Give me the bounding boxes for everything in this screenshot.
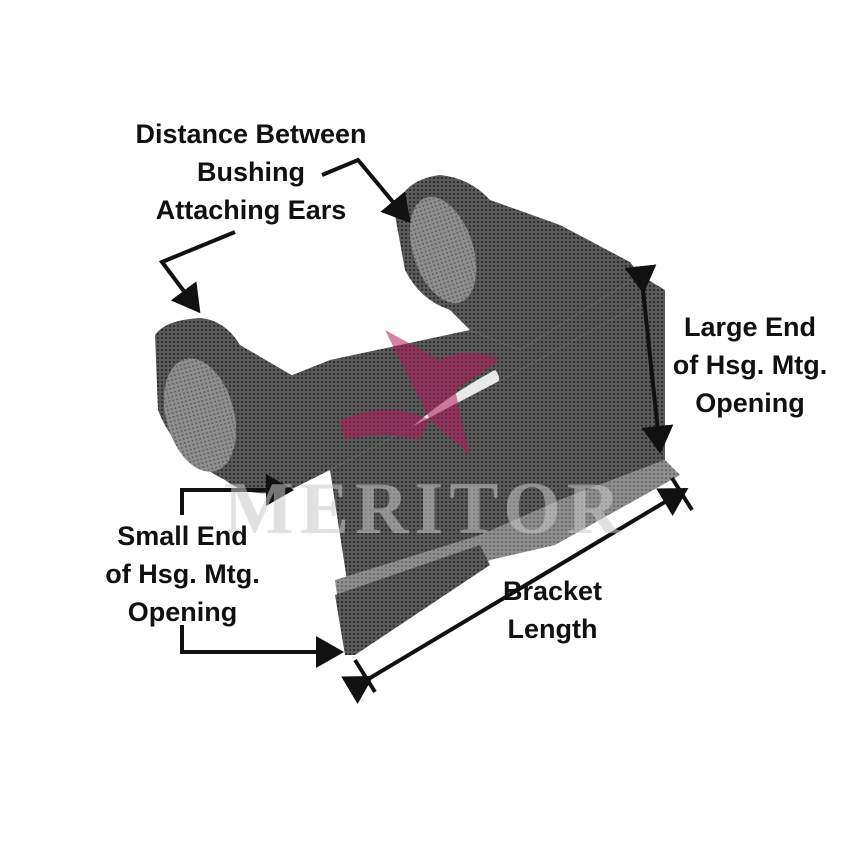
small-end-label-line-1: Small End [117,521,248,551]
small-end-label: Small End of Hsg. Mtg. Opening [95,517,270,631]
distance-between-ears-label: Distance Between Bushing Attaching Ears [110,115,392,229]
distance-leader-upper [321,157,411,224]
large-end-dimension [624,264,674,454]
distance-label-line-3: Attaching Ears [155,195,347,225]
large-end-label: Large End of Hsg. Mtg. Opening [650,308,850,422]
near-bushing-hole [163,358,237,472]
small-end-leader-lower [180,625,344,668]
small-end-label-line-3: Opening [127,597,238,627]
large-end-label-line-3: Opening [695,388,805,418]
small-end-leader-upper [180,474,294,515]
bracket-length-ext-right [670,476,694,512]
bracket-length-label-line-1: Bracket [502,576,603,606]
dimension-lines [158,157,694,705]
small-end-label-line-2: of Hsg. Mtg. [105,559,260,589]
meritor-logo [340,330,500,455]
large-end-label-line-1: Large End [683,312,817,342]
bracket-length-ext-left [353,658,377,694]
far-bushing-hole [409,196,477,304]
distance-label-line-1: Distance Between [135,119,367,149]
bracket-length-label: Bracket Length [480,572,625,648]
large-end-label-line-2: of Hsg. Mtg. [672,350,828,380]
distance-label-line-2: Bushing [197,157,305,187]
bracket-length-dimension [341,487,689,705]
bracket-length-label-line-2: Length [507,614,598,644]
distance-leader-lower [158,230,236,314]
